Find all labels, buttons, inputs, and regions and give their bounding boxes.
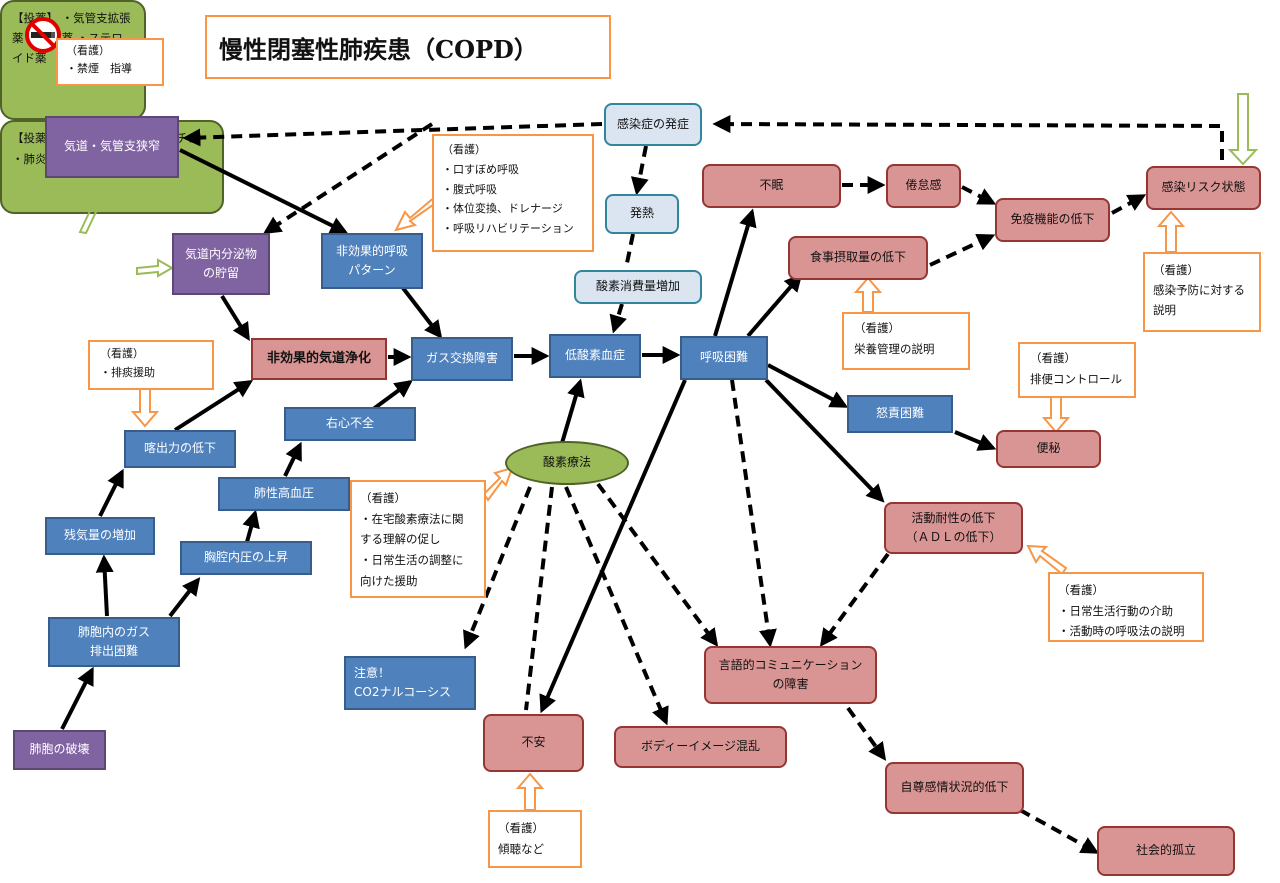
node-gas-exchange: ガス交換障害	[411, 337, 513, 381]
node-right-heart-failure: 右心不全	[284, 407, 416, 441]
node-ineffective-breathing: 非効果的呼吸 パターン	[321, 233, 423, 289]
note-bowel: （看護） 排便コントロール	[1018, 342, 1136, 398]
node-fever: 発熱	[605, 194, 679, 234]
arrow-risk-to-infection	[712, 115, 1224, 160]
arrow-communication-to-self-esteem	[846, 706, 887, 761]
node-alveolar-destruction: 肺胞の破壊	[13, 730, 106, 770]
arrow-thoracic-to-hypertension	[242, 509, 260, 543]
node-infection-onset: 感染症の発症	[604, 103, 702, 146]
node-residual-increase: 残気量の増加	[45, 517, 155, 555]
arrow-immune-to-risk	[1111, 194, 1147, 215]
hollow-arrow-drugs-to-airway	[78, 177, 110, 235]
arrow-dyspnea-to-communication	[730, 379, 777, 648]
arrow-dyspnea-to-anxiety	[539, 379, 687, 714]
node-secretion: 気道内分泌物 の貯留	[172, 233, 270, 295]
node-effort-difficulty: 怒責困難	[847, 395, 953, 433]
hollow-arrow-vaccine-to-risk	[1227, 93, 1259, 166]
node-pulmonary-hypertension: 肺性高血圧	[218, 477, 350, 511]
node-appetite-decline: 食事摂取量の低下	[788, 236, 928, 280]
node-body-image: ボディーイメージ混乱	[614, 726, 787, 768]
arrow-self-esteem-to-isolation	[1019, 808, 1100, 854]
arrow-hypertension-to-right-heart	[283, 441, 302, 477]
note-nutrition: （看護） 栄養管理の説明	[842, 312, 970, 370]
node-co2-narcosis: 注意！ CO2ナルコーシス	[344, 656, 476, 710]
node-insomnia: 不眠	[702, 164, 841, 208]
arrow-oxygen-consumption-to-hypoxemia	[609, 303, 627, 334]
page-title: 慢性閉塞性肺疾患（COPD）	[205, 15, 611, 79]
arrow-right-heart-to-gas	[370, 379, 413, 412]
arrow-oxygen-to-communication	[596, 482, 719, 647]
arrow-fatigue-to-immune	[961, 185, 997, 205]
node-dyspnea: 呼吸困難	[680, 336, 768, 380]
hollow-arrow-bowel-note	[1041, 395, 1071, 434]
arrow-infection-to-secretion	[262, 122, 434, 234]
arrow-dyspnea-to-effort	[767, 363, 849, 408]
arrow-dyspnea-to-insomnia	[713, 208, 757, 337]
arrow-secretion-to-clearance	[220, 294, 250, 342]
node-constipation: 便秘	[996, 430, 1101, 468]
hollow-arrow-oxygen-note	[482, 466, 514, 502]
arrow-infection-to-airway	[182, 122, 603, 147]
note-sputum: （看護） ・排痰援助	[88, 340, 214, 390]
node-gas-expulsion: 肺胞内のガス 排出困難	[48, 617, 180, 667]
arrow-dyspnea-to-activity	[764, 378, 885, 503]
node-hypoxemia: 低酸素血症	[549, 334, 641, 378]
arrow-expulsion-to-thoracic	[168, 577, 201, 618]
node-immune-decline: 免疫機能の低下	[995, 198, 1110, 242]
note-infection-prevention: （看護） 感染予防に対する 説明	[1143, 252, 1261, 332]
node-thoracic-pressure: 胸腔内圧の上昇	[180, 541, 312, 575]
node-ineffective-clearance: 非効果的気道浄化	[251, 338, 387, 380]
hollow-arrow-prevention-note	[1156, 210, 1186, 253]
node-activity-decline: 活動耐性の低下 （ＡＤＬの低下）	[884, 502, 1023, 554]
node-oxygen-consumption: 酸素消費量増加	[574, 270, 702, 304]
node-social-isolation: 社会的孤立	[1097, 826, 1235, 876]
arrow-cough-to-clearance	[173, 380, 254, 432]
arrow-fever-to-oxygen	[624, 233, 635, 269]
arrow-infection-to-fever	[630, 145, 649, 196]
note-smoking-cessation: （看護） ・禁煙 指導	[56, 38, 164, 86]
node-airway-narrowing: 気道・気管支狭窄	[45, 116, 179, 178]
arrow-effort-to-constipation	[954, 430, 997, 451]
no-smoking-icon	[24, 16, 62, 54]
arrow-appetite-to-immune	[929, 233, 996, 267]
arrow-oxygen-to-narcosis	[463, 486, 532, 650]
note-breathing-care: （看護） ・口すぼめ呼吸 ・腹式呼吸 ・体位変換、ドレナージ ・呼吸リハビリテー…	[432, 134, 594, 252]
note-listening: （看護） 傾聴など	[488, 810, 582, 868]
arrow-expulsion-to-residual	[95, 554, 114, 617]
node-infection-risk: 感染リスク状態	[1146, 166, 1261, 210]
arrow-activity-to-communication	[819, 552, 890, 647]
arrow-residual-to-cough	[98, 468, 124, 517]
hollow-arrow-sputum-note	[130, 387, 160, 428]
node-cough-decline: 喀出力の低下	[124, 430, 236, 468]
note-adl-support: （看護） ・日常生活行動の介助 ・活動時の呼吸法の説明	[1048, 572, 1204, 642]
arrow-oxygen-to-hypoxemia	[560, 378, 585, 444]
note-home-oxygen: （看護） ・在宅酸素療法に関 する理解の促し ・日常生活の調整に 向けた援助	[350, 480, 486, 598]
arrow-breathing-to-gas	[401, 286, 443, 339]
node-anxiety: 不安	[483, 714, 584, 772]
hollow-arrow-listening-note	[515, 772, 545, 811]
node-fatigue: 倦怠感	[886, 164, 961, 208]
arrow-destruction-to-expulsion	[60, 666, 94, 730]
node-communication: 言語的コミュニケーション の障害	[704, 646, 877, 704]
hollow-arrow-nutrition-note	[853, 276, 883, 313]
node-self-esteem: 自尊感情状況的低下	[885, 762, 1024, 814]
arrow-oxygen-to-body-image	[564, 486, 669, 726]
arrow-dyspnea-to-appetite	[746, 273, 803, 338]
arrow-airway-to-breathing	[179, 148, 349, 234]
hollow-arrow-adl-note	[1026, 544, 1068, 576]
node-oxygen-therapy: 酸素療法	[505, 441, 629, 485]
hollow-arrow-drugs-to-secretion	[136, 258, 175, 278]
arrow-oxygen-to-anxiety	[524, 486, 554, 711]
